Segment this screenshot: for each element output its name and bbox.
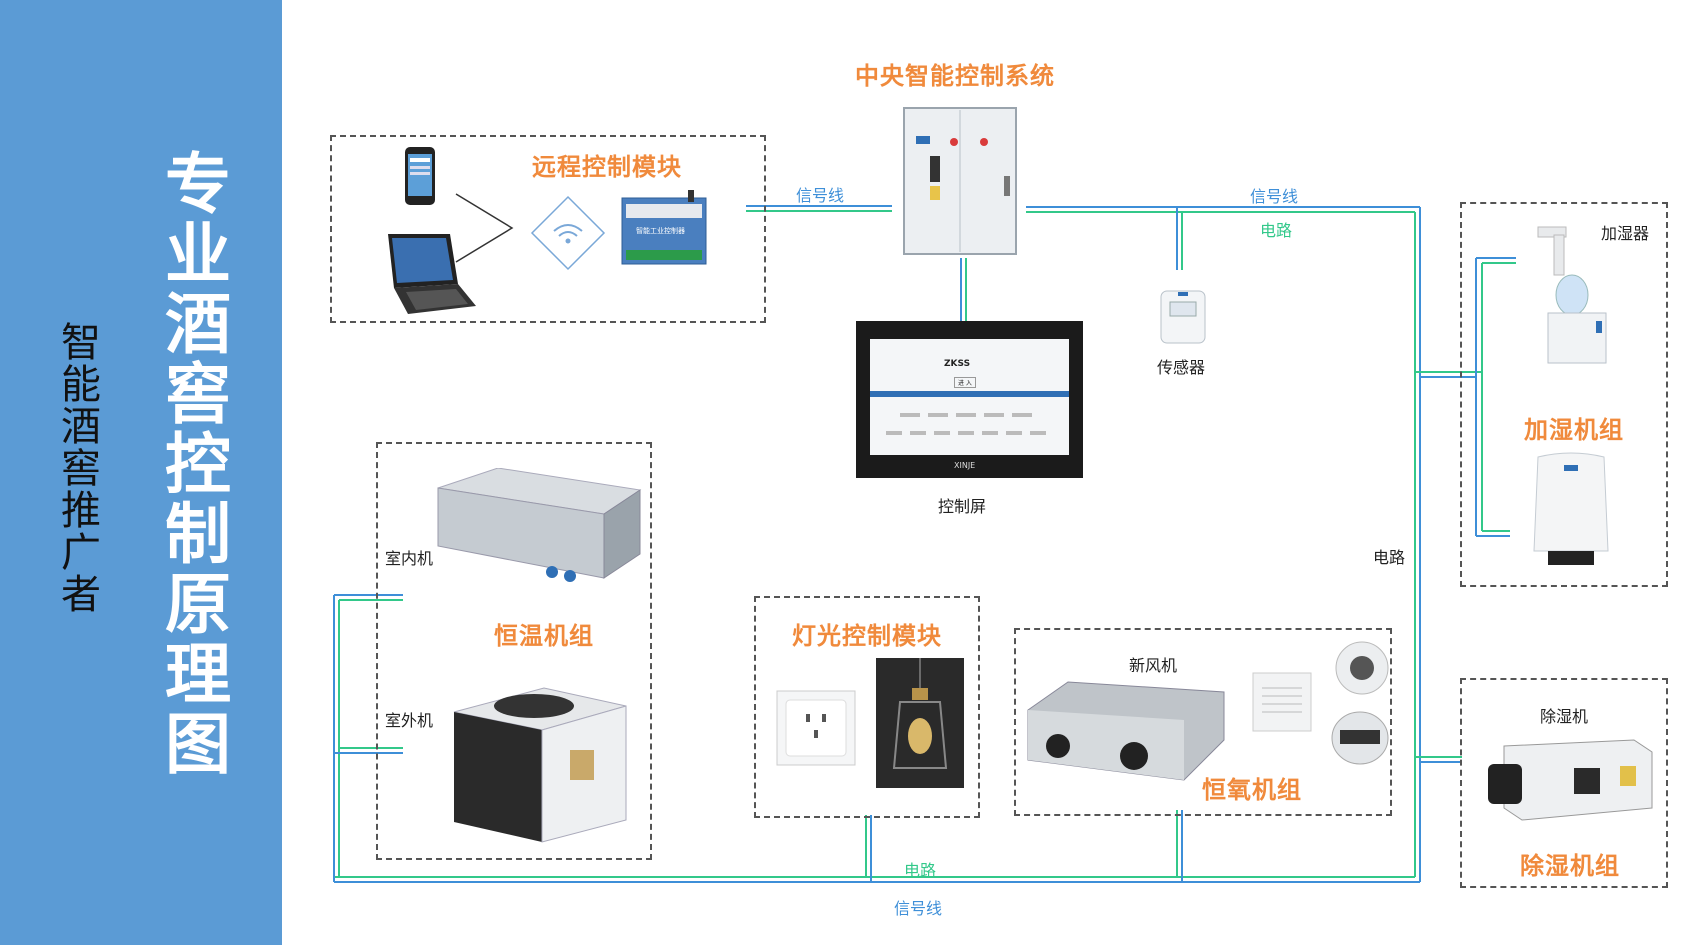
thermo-group-box xyxy=(376,442,652,860)
title-char: 专 xyxy=(165,146,231,223)
power-line-label: 电路 xyxy=(1260,221,1293,240)
subtitle-char: 能 xyxy=(61,362,101,408)
subtitle-char: 广 xyxy=(61,530,101,576)
page-subtitle: 智 能 酒 窖 推 广 者 xyxy=(58,322,104,616)
thermo-group-title: 恒温机组 xyxy=(494,622,594,650)
smartphone-image xyxy=(404,146,436,206)
subtitle-char: 窖 xyxy=(61,446,101,492)
title-char: 理 xyxy=(165,636,231,713)
signal-line-label: 信号线 xyxy=(796,186,845,205)
screen-bottom-brand: XINJE xyxy=(954,461,976,470)
title-char: 制 xyxy=(165,496,231,573)
arrow-icon xyxy=(454,192,514,264)
oxygen-group-title: 恒氧机组 xyxy=(1202,776,1302,804)
industrial-controller-image: 智能工业控制器 xyxy=(618,190,712,270)
round-vent-cap-image xyxy=(1330,708,1390,766)
indoor-unit-label: 室内机 xyxy=(385,549,434,568)
remote-module-box xyxy=(330,135,766,323)
subtitle-char: 酒 xyxy=(61,404,101,450)
humidifier-group-box xyxy=(1460,202,1668,587)
indoor-unit-image xyxy=(434,467,642,604)
screen-enter-button: 进 入 xyxy=(954,377,976,388)
fresh-air-unit-image xyxy=(1024,680,1228,784)
control-screen-label: 控制屏 xyxy=(938,497,987,516)
subtitle-char: 者 xyxy=(61,572,101,618)
humidifier-unit-image xyxy=(1528,451,1614,569)
dehumidifier-group-title: 除湿机组 xyxy=(1520,852,1620,880)
dehumidifier-image xyxy=(1484,738,1654,824)
light-module-title: 灯光控制模块 xyxy=(792,622,942,650)
signal-line-label: 信号线 xyxy=(1250,187,1299,206)
oxygen-group-box xyxy=(1014,628,1392,816)
signal-line-label: 信号线 xyxy=(894,899,943,918)
power-line-label: 电路 xyxy=(904,861,937,880)
sidebar: 专 业 酒 窖 控 制 原 理 图 智 能 酒 窖 推 广 者 xyxy=(0,0,282,945)
title-char: 业 xyxy=(165,216,231,293)
light-module-box xyxy=(754,596,980,818)
pendant-lamp-image xyxy=(876,658,964,788)
title-char: 图 xyxy=(165,706,231,783)
remote-module-title: 远程控制模块 xyxy=(532,153,682,181)
control-screen-image: ZKSS 进 入 XINJE xyxy=(856,321,1083,478)
subtitle-char: 智 xyxy=(61,320,101,366)
title-char: 窖 xyxy=(165,356,231,433)
central-system-title: 中央智能控制系统 xyxy=(855,62,1055,90)
sensor-label: 传感器 xyxy=(1157,358,1206,377)
humidifier-group-title: 加湿机组 xyxy=(1524,416,1624,444)
dehumidifier-group-box xyxy=(1460,678,1668,888)
power-line-label: 电路 xyxy=(1373,548,1406,567)
outdoor-unit-image xyxy=(452,686,628,850)
title-char: 控 xyxy=(165,426,231,503)
dehumidifier-label: 除湿机 xyxy=(1540,707,1589,726)
round-diffuser-image xyxy=(1334,640,1390,696)
wall-socket-image xyxy=(776,690,856,766)
air-vent-image xyxy=(1252,672,1312,732)
humidifier-label: 加湿器 xyxy=(1601,224,1650,243)
title-char: 原 xyxy=(165,566,231,643)
outdoor-unit-label: 室外机 xyxy=(385,711,434,730)
sensor-image xyxy=(1160,290,1206,344)
laptop-image xyxy=(380,230,476,316)
wifi-icon xyxy=(530,195,606,271)
subtitle-char: 推 xyxy=(61,488,101,534)
control-cabinet xyxy=(902,106,1018,256)
controller-label: 智能工业控制器 xyxy=(636,227,685,235)
screen-brand: ZKSS xyxy=(944,359,971,369)
fresh-air-unit-label: 新风机 xyxy=(1129,656,1178,675)
humidifier-image xyxy=(1534,225,1614,375)
title-char: 酒 xyxy=(165,286,231,363)
page-title: 专 业 酒 窖 控 制 原 理 图 xyxy=(158,150,238,780)
